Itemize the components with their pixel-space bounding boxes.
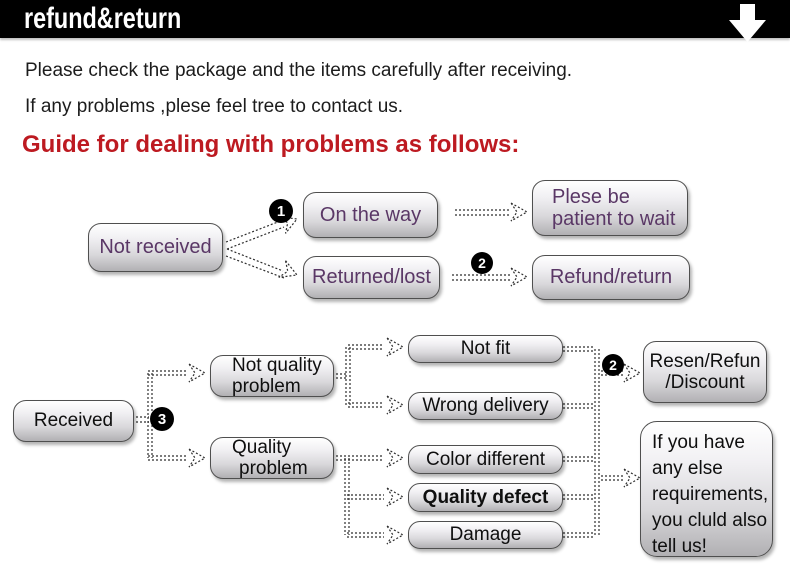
node-label-line1: Resen/Refun: [649, 350, 761, 372]
node-not-received: Not received: [88, 223, 223, 272]
node-damage: Damage: [408, 521, 563, 549]
header-bar: refund&return: [0, 0, 790, 42]
node-label: Received: [33, 410, 114, 432]
step-badge-2: 2: [602, 354, 624, 376]
guide-heading: Guide for dealing with problems as follo…: [22, 131, 520, 158]
node-label-line2: problem: [232, 376, 301, 397]
node-label-line2: problem: [239, 458, 308, 479]
intro-line-2: If any problems ,plese feel tree to cont…: [25, 96, 404, 117]
intro-line-1: Please check the package and the items c…: [25, 60, 573, 81]
node-please-be-patient: Plese be patient to wait: [532, 180, 688, 236]
node-any-else-requirements: If you have any else requirements, you c…: [640, 421, 773, 557]
node-label-line2: patient to wait: [552, 208, 676, 230]
node-wrong-delivery: Wrong delivery: [408, 392, 563, 420]
node-label: Not fit: [460, 338, 511, 360]
node-on-the-way: On the way: [303, 192, 438, 238]
node-label-line1: Plese be: [552, 185, 630, 208]
node-label-line2: any else: [652, 458, 723, 479]
node-label-line1: Not quality: [232, 354, 322, 376]
flowchart1-connector-arrows: [225, 202, 529, 287]
node-label: Color different: [426, 448, 545, 470]
node-label: On the way: [319, 203, 422, 226]
node-label-line4: you cluld also: [652, 510, 768, 531]
node-received: Received: [13, 400, 134, 442]
node-resend-refund-discount: Resen/Refun /Discount: [643, 341, 767, 403]
flowchart-not-received: Not received 1 On the way Plese be patie…: [0, 175, 790, 320]
node-label-line1: If you have: [652, 432, 745, 453]
node-color-different: Color different: [408, 445, 563, 474]
node-label: Quality defect: [422, 486, 549, 508]
node-label: Not received: [99, 236, 212, 259]
flowchart-received: Received 3 Not quality problem Quality p…: [0, 325, 790, 585]
step-badge-1: 1: [269, 199, 293, 223]
node-quality-problem: Quality problem: [210, 437, 334, 479]
node-refund-return: Refund/return: [532, 255, 690, 300]
down-arrow-icon: [729, 4, 766, 42]
step-badge-2: 2: [471, 252, 493, 274]
header-title: refund&return: [24, 2, 182, 35]
flowchart2-connector-arrows: [136, 337, 642, 545]
node-label-line5: tell us!: [652, 536, 707, 557]
node-not-quality-problem: Not quality problem: [210, 355, 334, 397]
node-label: Refund/return: [549, 266, 673, 289]
step-badge-3: 3: [150, 407, 174, 431]
node-label: Wrong delivery: [422, 395, 549, 417]
node-not-fit: Not fit: [408, 335, 563, 363]
node-label: Returned/lost: [312, 266, 431, 289]
node-label-line1: Quality: [232, 436, 292, 458]
node-label-line2: /Discount: [665, 372, 745, 393]
node-returned-lost: Returned/lost: [303, 256, 440, 299]
node-quality-defect: Quality defect: [408, 483, 563, 512]
node-label: Damage: [449, 524, 522, 546]
node-label-line3: requirements,: [652, 484, 769, 505]
